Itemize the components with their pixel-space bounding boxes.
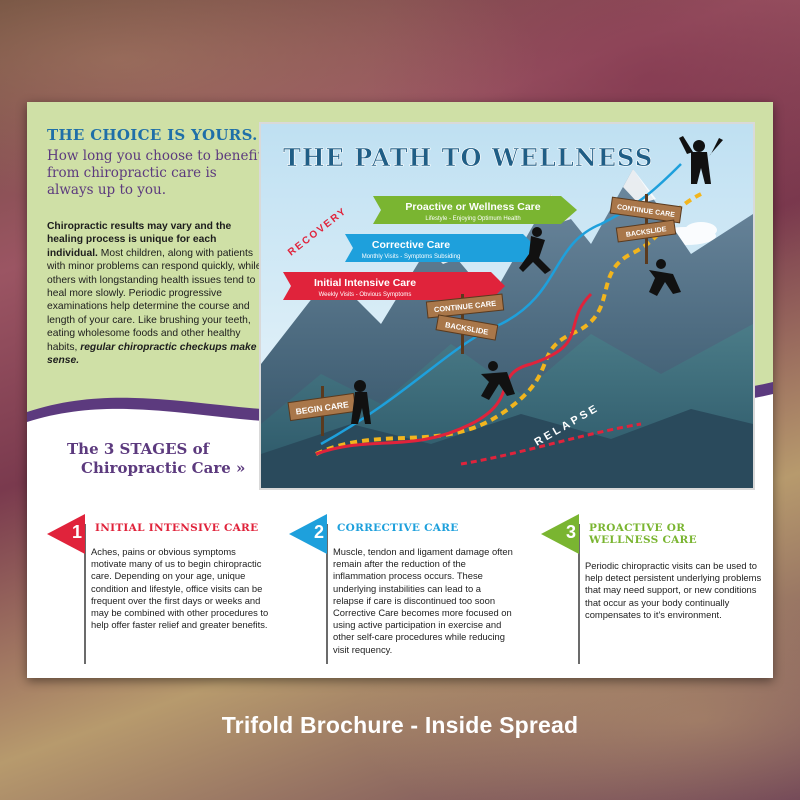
arrow-corrective-care: Corrective Care Monthly Visits - Symptom…	[345, 234, 537, 262]
choice-body: Chiropractic results may vary and the he…	[47, 220, 269, 367]
stage-wellness: 3 PROACTIVE OR WELLNESS CARE Periodic ch…	[539, 512, 761, 672]
choice-body-emphasis: regular chiropractic checkups make sense…	[47, 341, 257, 367]
stage-initial-intensive: 1 INITIAL INTENSIVE CARE Aches, pains or…	[45, 512, 268, 672]
front-hills	[261, 409, 753, 488]
stage-title: INITIAL INTENSIVE CARE	[95, 522, 259, 534]
stage-text: Aches, pains or obvious symptoms motivat…	[91, 546, 269, 631]
flag-blue-icon	[289, 514, 327, 554]
arrow-initial-sub: Weekly Visits - Obvious Symptoms	[319, 292, 412, 298]
stage-title: PROACTIVE OR WELLNESS CARE	[589, 522, 764, 546]
sign-continue-care-1: CONTINUE CARE BACKSLIDE	[425, 293, 505, 354]
stage-number: 3	[565, 522, 576, 542]
arrow-corrective-label: Corrective Care	[372, 239, 450, 251]
flag-pole	[326, 524, 328, 664]
stage-number: 2	[313, 522, 324, 542]
stage-title-line1: PROACTIVE OR	[589, 522, 686, 534]
stage-title-line2: WELLNESS CARE	[589, 534, 697, 546]
caption: Trifold Brochure - Inside Spread	[221, 712, 579, 738]
climber-silhouettes	[351, 136, 723, 424]
flag-pole	[84, 524, 86, 664]
flag-red-icon	[47, 514, 85, 554]
path-to-wellness-poster: THE PATH TO WELLNESS Proactive or Wellne…	[259, 122, 755, 490]
arrow-wellness-sub: Lifestyle - Enjoying Optimum Health	[425, 216, 520, 222]
stages-heading-line1: The 3 STAGES of	[67, 440, 210, 458]
brochure-sheet: THE CHOICE IS YOURS. How long you choose…	[27, 102, 773, 678]
stages-heading: The 3 STAGES of Chiropractic Care »	[67, 440, 267, 478]
stage-text: Periodic chiropractic visits can be used…	[585, 560, 762, 620]
path-red	[315, 292, 593, 456]
sign-continue-care-2: CONTINUE CARE BACKSLIDE	[609, 194, 683, 264]
stage-corrective: 2 CORRECTIVE CARE Muscle, tendon and lig…	[287, 512, 513, 672]
choice-subtitle: How long you choose to benefit from chir…	[47, 148, 263, 198]
snow-caps	[431, 169, 656, 264]
flag-green-icon	[541, 514, 579, 554]
path-relapse	[460, 422, 642, 466]
stage-text: Muscle, tendon and ligament damage often…	[333, 546, 513, 655]
path-yellow	[315, 192, 702, 456]
path-blue	[320, 163, 682, 446]
arrow-wellness-care: Proactive or Wellness Care Lifestyle - E…	[373, 196, 577, 224]
stages-heading-line2: Chiropractic Care »	[81, 459, 246, 477]
flag-pole	[578, 524, 580, 664]
poster-title: THE PATH TO WELLNESS	[283, 143, 653, 172]
arrow-initial-care: Initial Intensive Care Weekly Visits - O…	[283, 272, 505, 300]
poster-illustration: THE PATH TO WELLNESS Proactive or Wellne…	[261, 124, 753, 488]
arrow-corrective-sub: Monthly Visits - Symptoms Subsiding	[362, 254, 461, 260]
choice-body-lead: Chiropractic results may vary and the he…	[47, 221, 232, 259]
arrow-initial-label: Initial Intensive Care	[314, 277, 416, 289]
arrow-wellness-label: Proactive or Wellness Care	[405, 201, 540, 213]
choice-body-text: Most children, along with patients with …	[47, 247, 262, 353]
stage-number: 1	[71, 522, 82, 542]
stage-title: CORRECTIVE CARE	[337, 522, 459, 534]
choice-title: THE CHOICE IS YOURS.	[47, 126, 258, 144]
